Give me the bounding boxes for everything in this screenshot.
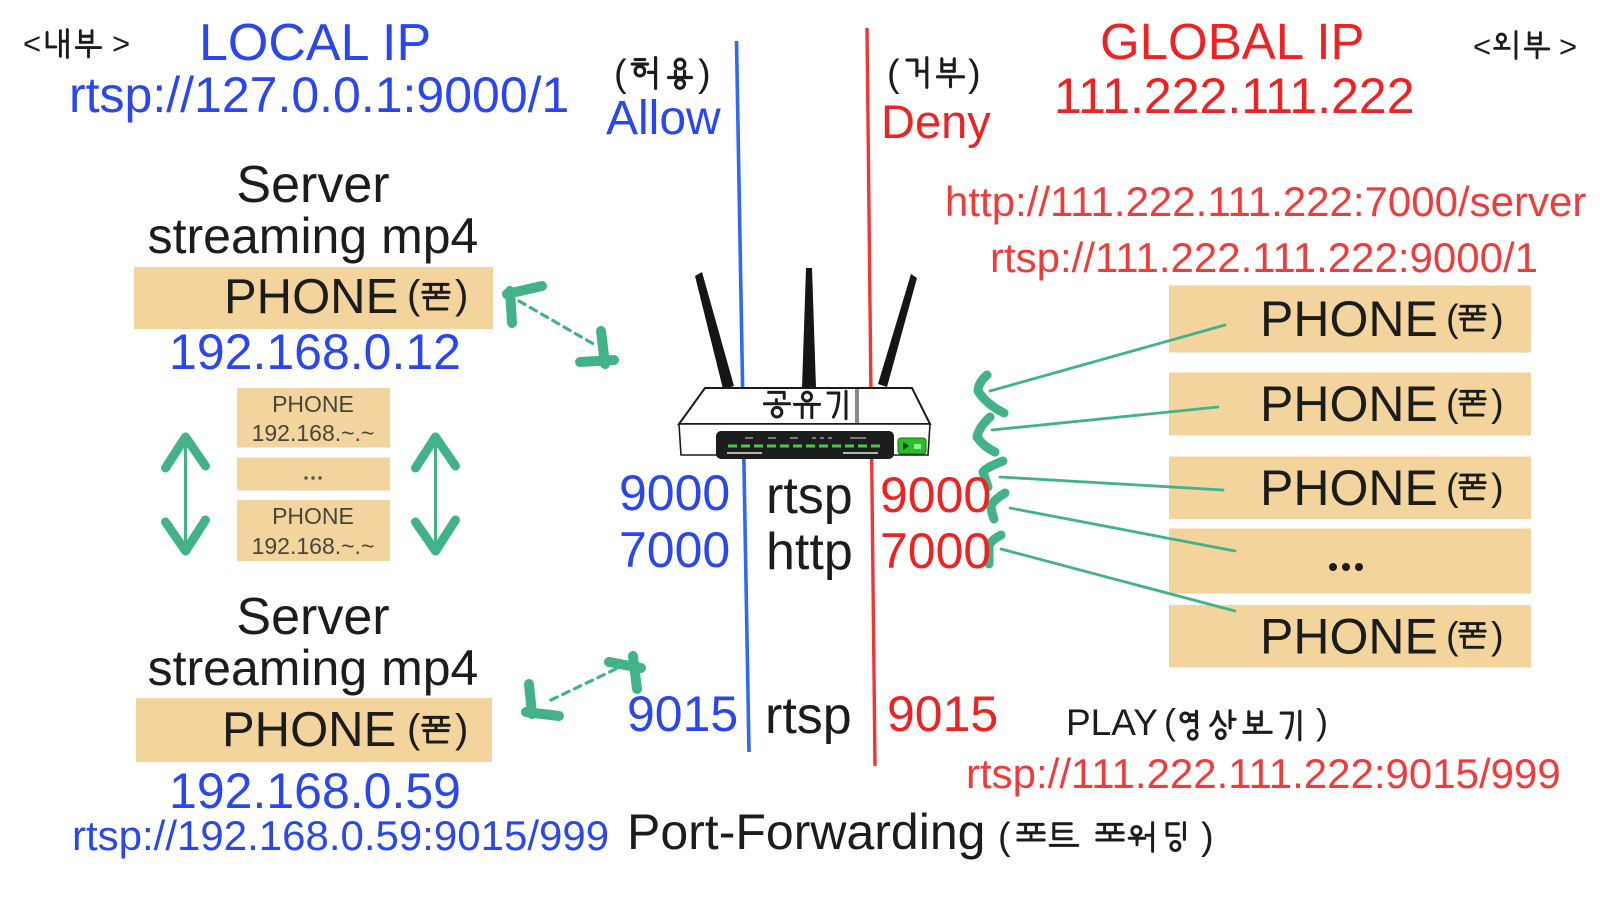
svg-text:>: > [1559, 29, 1577, 64]
svg-text:streaming mp4: streaming mp4 [148, 208, 479, 264]
svg-text:9015: 9015 [887, 686, 998, 742]
svg-text:(: ( [887, 53, 900, 95]
svg-text:PHONE: PHONE [272, 503, 354, 529]
svg-text:): ) [1491, 383, 1504, 425]
svg-text:Server: Server [236, 588, 389, 646]
svg-text:192.168.0.59: 192.168.0.59 [169, 763, 461, 819]
svg-text:PHONE: PHONE [1260, 291, 1438, 347]
svg-text:http://111.222.111.222:7000/se: http://111.222.111.222:7000/server [945, 178, 1586, 225]
svg-text:PHONE: PHONE [1260, 460, 1438, 516]
svg-text:PLAY: PLAY [1066, 702, 1158, 743]
svg-text:rtsp: rtsp [765, 687, 852, 745]
svg-text:): ) [455, 273, 468, 317]
svg-text:http: http [766, 523, 853, 581]
svg-text:(: ( [614, 53, 627, 95]
svg-text:PHONE: PHONE [272, 391, 354, 417]
svg-text:(: ( [407, 273, 421, 317]
svg-text:7000: 7000 [619, 522, 730, 578]
svg-text:(: ( [1446, 615, 1459, 657]
svg-text:LOCAL IP: LOCAL IP [199, 14, 431, 72]
svg-text:7000: 7000 [880, 523, 991, 579]
svg-text:(: ( [1446, 467, 1459, 509]
svg-text:): ) [455, 707, 468, 751]
svg-text:): ) [968, 53, 981, 95]
svg-text:PHONE: PHONE [1260, 376, 1438, 432]
svg-text:Port-Forwarding: Port-Forwarding [627, 804, 985, 860]
svg-text:GLOBAL IP: GLOBAL IP [1100, 13, 1365, 70]
svg-text:): ) [1491, 615, 1504, 657]
svg-text:192.168.0.12: 192.168.0.12 [169, 324, 461, 380]
svg-text:PHONE: PHONE [224, 270, 398, 324]
svg-text:9000: 9000 [619, 465, 730, 521]
svg-text:<: < [1473, 29, 1491, 64]
svg-text:(: ( [1164, 701, 1176, 742]
svg-text:rtsp://111.222.111.222:9015/99: rtsp://111.222.111.222:9015/999 [966, 750, 1561, 797]
svg-text:rtsp: rtsp [766, 467, 853, 525]
svg-text:>: > [112, 26, 130, 61]
svg-text:111.222.111.222: 111.222.111.222 [1054, 68, 1415, 124]
svg-text:Deny: Deny [881, 95, 991, 148]
svg-text:): ) [1316, 701, 1328, 742]
svg-text:Server: Server [236, 156, 389, 214]
svg-text:rtsp://111.222.111.222:9000/1: rtsp://111.222.111.222:9000/1 [990, 234, 1538, 281]
svg-text:Allow: Allow [606, 92, 721, 145]
svg-text:<: < [23, 26, 41, 61]
svg-text:): ) [1491, 467, 1504, 509]
svg-text:rtsp://127.0.0.1:9000/1: rtsp://127.0.0.1:9000/1 [69, 67, 569, 123]
svg-text:PHONE: PHONE [222, 703, 396, 757]
svg-text:192.168.~.~: 192.168.~.~ [252, 533, 375, 559]
svg-text:): ) [1201, 816, 1214, 858]
svg-text:streaming mp4: streaming mp4 [148, 640, 479, 696]
svg-text:9015: 9015 [627, 686, 738, 742]
svg-text:(: ( [407, 707, 421, 751]
svg-text:(: ( [998, 816, 1011, 858]
svg-text:9000: 9000 [880, 467, 991, 523]
svg-text:192.168.~.~: 192.168.~.~ [252, 420, 375, 446]
svg-text:(: ( [1446, 383, 1459, 425]
svg-text:(: ( [1446, 298, 1459, 340]
svg-text:PHONE: PHONE [1260, 608, 1438, 664]
svg-text:): ) [1491, 298, 1504, 340]
svg-text:rtsp://192.168.0.59:9015/999: rtsp://192.168.0.59:9015/999 [72, 812, 609, 859]
svg-text:): ) [698, 53, 711, 95]
